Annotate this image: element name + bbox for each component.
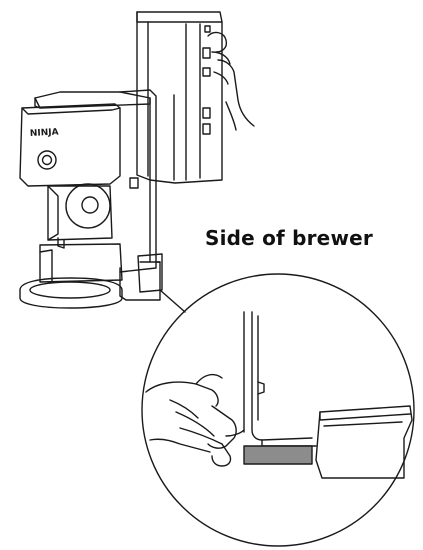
hand-pulling-icon	[145, 373, 237, 467]
water-reservoir	[136, 11, 223, 184]
caption-text: Side of brewer	[205, 226, 373, 250]
hand-icon	[207, 31, 255, 131]
callout-line	[159, 289, 186, 313]
brand-logo: NINJA	[30, 128, 59, 139]
magnifier-circle	[141, 273, 415, 547]
coffee-brewer	[19, 89, 163, 309]
charcoal-filter-tab[interactable]	[243, 445, 313, 465]
